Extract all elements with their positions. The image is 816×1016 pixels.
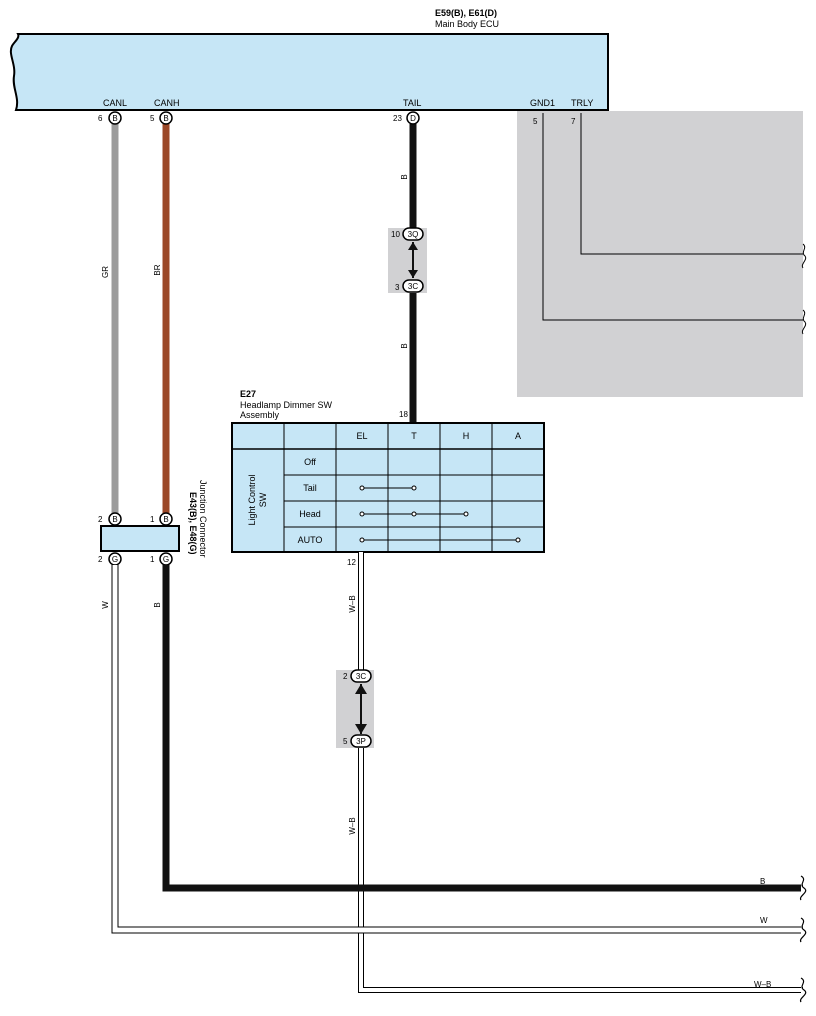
wire-label-b: B: [153, 602, 162, 607]
wire-w-outline: [111, 565, 803, 934]
svg-text:2: 2: [98, 515, 103, 524]
ecu-pin-tail: 23 D: [393, 111, 420, 125]
switch-col-el: EL: [356, 431, 367, 441]
terminal-canl: CANL: [103, 98, 127, 108]
svg-text:23: 23: [393, 114, 402, 123]
junction-subtitle: Junction Connector: [198, 480, 208, 558]
switch-pin-top: 18: [399, 410, 408, 419]
ecu-pin-canl: 6 B: [98, 111, 122, 125]
junction-title: E43(B), E48(G): [188, 492, 198, 555]
svg-text:B: B: [163, 114, 168, 123]
wire-label-tail-upper: B: [400, 174, 409, 179]
wire-trly: [580, 113, 803, 255]
switch-table: [231, 422, 545, 553]
terminal-canh: CANH: [154, 98, 180, 108]
switch-side-label-2: SW: [258, 492, 268, 507]
svg-text:3C: 3C: [356, 672, 366, 681]
wire-break-b: [799, 875, 807, 901]
svg-text:5: 5: [343, 737, 348, 746]
switch-row-head: Head: [299, 509, 321, 519]
junction-pin-bottom-right: 1 G: [150, 552, 173, 566]
junction-pin-bottom-left: 2 G: [98, 552, 122, 566]
junction-pin-top-right: 1 B: [150, 512, 173, 526]
switch-name-line1: Headlamp Dimmer SW: [240, 400, 333, 410]
wire-gnd1: [542, 113, 803, 321]
svg-text:2: 2: [98, 555, 103, 564]
wire-label-br: BR: [153, 264, 162, 275]
svg-text:6: 6: [98, 114, 103, 123]
contact-auto: [359, 537, 521, 543]
svg-text:10: 10: [391, 230, 400, 239]
wire-wb-lower: [359, 748, 803, 992]
wire-label-gr: GR: [101, 266, 110, 278]
terminal-gnd1: GND1: [530, 98, 555, 108]
svg-text:D: D: [410, 114, 416, 123]
svg-text:B: B: [112, 515, 117, 524]
wire-break-trly: [801, 243, 807, 269]
arrow-down-icon: [408, 270, 418, 278]
switch-col-t: T: [411, 431, 417, 441]
arrow-up-icon: [355, 684, 367, 694]
wire-break-gnd1: [801, 309, 807, 335]
wire-label-tail-lower: B: [400, 343, 409, 348]
contact-tail: [359, 485, 417, 491]
switch-row-off: Off: [304, 457, 316, 467]
wire-break-w: [799, 917, 807, 943]
wire-wb-lower-outline: [358, 748, 803, 993]
wire-label-w: W: [101, 601, 110, 609]
switch-name-line2: Assembly: [240, 410, 280, 420]
svg-text:1: 1: [150, 555, 155, 564]
svg-text:3P: 3P: [356, 737, 366, 746]
wire-label-wb-lower: W–B: [348, 817, 357, 834]
ecu-pin-gnd1-num: 5: [533, 117, 538, 126]
wire-label-wb-upper: W–B: [348, 595, 357, 612]
wire-break-wb: [799, 977, 807, 1003]
ecu-connectors: E59(B), E61(D): [435, 8, 497, 18]
svg-text:B: B: [163, 515, 168, 524]
terminal-tail: TAIL: [403, 98, 421, 108]
svg-text:3: 3: [395, 283, 400, 292]
svg-text:3C: 3C: [408, 282, 418, 291]
ecu-box: [9, 33, 609, 111]
wire-w: [112, 565, 803, 933]
switch-pin-bottom: 12: [347, 558, 356, 567]
terminal-trly: TRLY: [571, 98, 593, 108]
switch-col-h: H: [463, 431, 470, 441]
switch-row-auto: AUTO: [298, 535, 323, 545]
svg-text:G: G: [163, 555, 169, 564]
output-label-b: B: [760, 877, 765, 886]
contact-head: [359, 511, 469, 517]
arrow-up-icon: [408, 242, 418, 250]
svg-text:G: G: [112, 555, 118, 564]
switch-side-label-1: Light Control: [247, 474, 257, 525]
junction-pin-top-left: 2 B: [98, 512, 122, 526]
junction-connector: [100, 525, 180, 552]
svg-text:2: 2: [343, 672, 348, 681]
arrow-down-icon: [355, 724, 367, 734]
svg-text:B: B: [112, 114, 117, 123]
output-label-wb: W–B: [754, 980, 771, 989]
svg-text:5: 5: [150, 114, 155, 123]
svg-text:1: 1: [150, 515, 155, 524]
ecu-pin-trly-num: 7: [571, 117, 576, 126]
switch-code: E27: [240, 389, 256, 399]
inline-connector-2-bottom: 5 3P: [343, 734, 372, 748]
inline-connector-1-bottom: 3 3C: [395, 279, 424, 293]
wire-b-out: [162, 565, 803, 892]
inline-connector-2-top: 2 3C: [343, 669, 372, 683]
ecu-name: Main Body ECU: [435, 19, 499, 29]
switch-col-a: A: [515, 431, 521, 441]
switch-row-tail: Tail: [303, 483, 317, 493]
output-label-w: W: [760, 916, 768, 925]
svg-text:3Q: 3Q: [408, 230, 419, 239]
inline-connector-1-top: 10 3Q: [391, 227, 424, 241]
ecu-pin-canh: 5 B: [150, 111, 173, 125]
